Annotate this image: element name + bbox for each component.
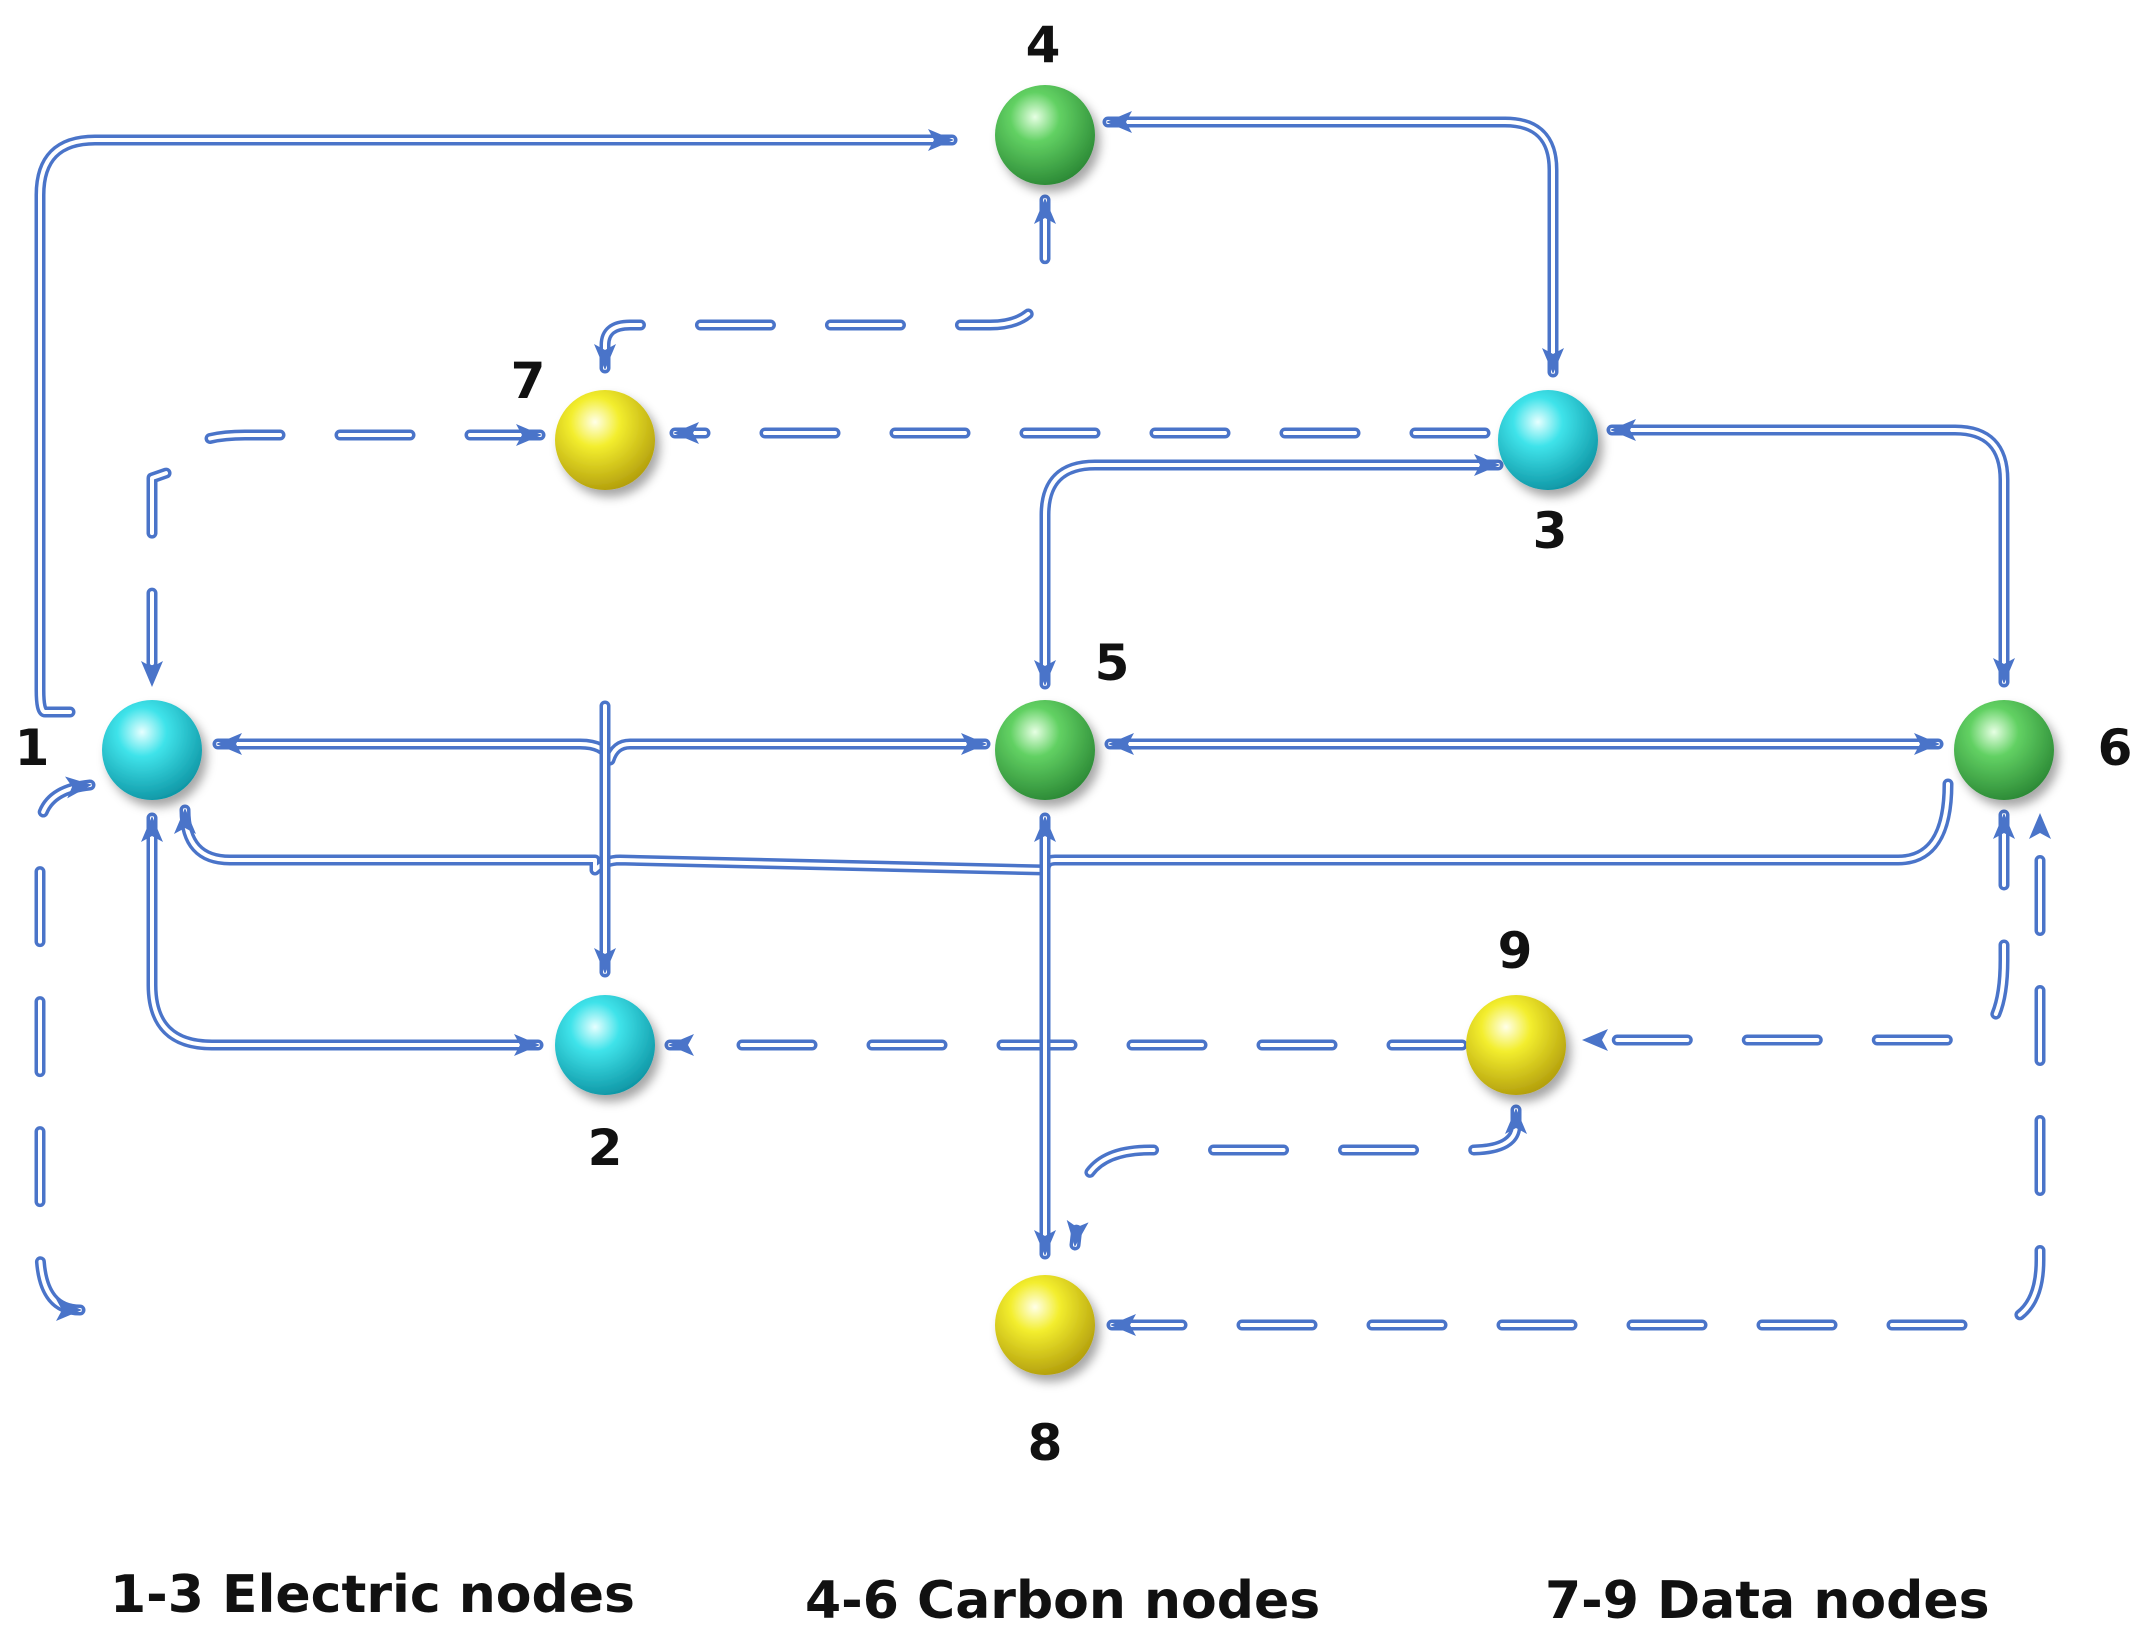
carbon-node-circle (995, 700, 1095, 800)
edge-1-4 (34, 129, 958, 718)
node-label-5: 5 (1095, 634, 1130, 692)
edge-9-8 (1066, 1104, 1527, 1251)
edge-3-6 (1606, 419, 2015, 688)
node-7: 7 (511, 352, 655, 490)
legend-carbon: 4-6 Carbon nodes (805, 1571, 1320, 1631)
edge-stroke (1106, 809, 2046, 1331)
edge-stroke (1606, 424, 2010, 688)
legend: 1-3 Electric nodes 4-6 Carbon nodes 7-9 … (110, 1565, 1990, 1631)
edge-stroke (34, 779, 96, 1316)
edge-stroke (1069, 1104, 1522, 1251)
edge-arrowheads (594, 198, 1056, 370)
edge-arrowheads (1610, 419, 2015, 684)
edge-stroke (599, 194, 1051, 374)
edge-7-1 (141, 424, 546, 691)
node-4: 4 (995, 16, 1095, 185)
edge-arrowheads (1110, 813, 2051, 1336)
edge-stroke (146, 429, 546, 691)
node-label-2: 2 (588, 1119, 623, 1177)
edge-3-5 (1034, 454, 1504, 690)
edge-stroke (179, 778, 1954, 876)
edge-core (1582, 813, 2006, 1042)
electric-node-circle (102, 700, 202, 800)
edge-arrowheads (55, 776, 92, 1321)
edge-arrowheads (141, 424, 542, 687)
node-9: 9 (1466, 922, 1566, 1095)
carbon-node-circle (1954, 700, 2054, 800)
edge-stroke (1102, 116, 1559, 378)
data-node-circle (1466, 995, 1566, 1095)
node-8: 8 (995, 1275, 1095, 1472)
node-label-4: 4 (1026, 16, 1061, 74)
edge-7-4 (594, 194, 1056, 374)
edge-6-9 (1578, 809, 2015, 1051)
edge-arrowheads (1066, 1108, 1527, 1247)
edge-core (1073, 1108, 1518, 1247)
node-label-1: 1 (15, 719, 50, 777)
node-label-3: 3 (1533, 502, 1568, 560)
edge-core (1110, 813, 2042, 1327)
edge-core (38, 783, 92, 1312)
electric-node-circle (555, 995, 655, 1095)
legend-data: 7-9 Data nodes (1545, 1571, 1990, 1631)
edge-3-4 (1102, 111, 1564, 378)
edge-core (150, 433, 542, 687)
node-label-7: 7 (511, 352, 546, 410)
edge-arrowheads (928, 129, 954, 151)
edge-core (603, 198, 1047, 370)
nodes-layer: 1 2 3 4 5 6 7 8 9 (15, 16, 2133, 1472)
edge-1-2 (141, 812, 544, 1056)
edge-stroke (34, 134, 958, 718)
edges-layer (34, 111, 2051, 1336)
edge-6-1 (174, 778, 1954, 876)
node-label-9: 9 (1498, 922, 1533, 980)
node-1: 1 (15, 700, 202, 800)
data-node-circle (555, 390, 655, 490)
data-node-circle (995, 1275, 1095, 1375)
node-label-8: 8 (1028, 1414, 1063, 1472)
node-2: 2 (555, 995, 655, 1177)
carbon-node-circle (995, 85, 1095, 185)
edge-core (1610, 428, 2006, 684)
edge-core (1106, 120, 1555, 374)
edge-arrowheads (1106, 111, 1564, 374)
edge-8-1 (34, 776, 96, 1321)
electric-node-circle (1498, 390, 1598, 490)
edge-stroke (1578, 809, 2010, 1046)
edge-core (38, 138, 954, 714)
legend-electric: 1-3 Electric nodes (110, 1565, 635, 1625)
node-label-6: 6 (2098, 719, 2133, 777)
node-5: 5 (995, 634, 1129, 800)
node-6: 6 (1954, 700, 2132, 800)
edge-8-6 (1106, 809, 2051, 1336)
node-3: 3 (1498, 390, 1598, 560)
edge-arrowheads (1582, 813, 2015, 1051)
